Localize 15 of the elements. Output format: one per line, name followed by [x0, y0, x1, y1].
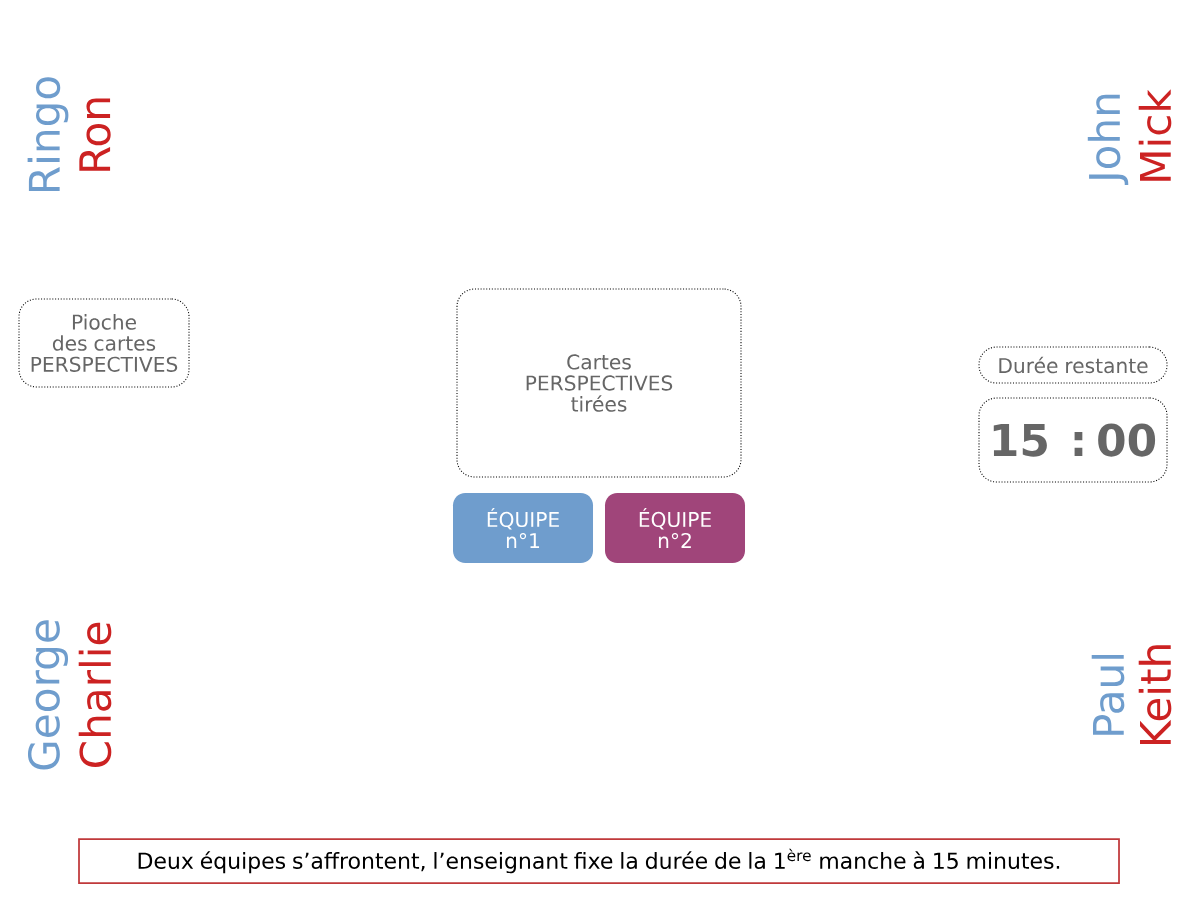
- player-name: Paul: [1091, 655, 1125, 735]
- player-name: Charlie: [78, 622, 112, 767]
- team-box: ÉQUIPE n°2: [605, 493, 745, 563]
- timer-label-box: Durée restante: [978, 346, 1168, 384]
- player-name: George: [27, 620, 69, 770]
- card-area-box: Cartes PERSPECTIVES tirées: [456, 288, 742, 478]
- card-box: Pioche des cartes PERSPECTIVES: [18, 298, 190, 388]
- player-name: Keith: [1138, 645, 1172, 745]
- player-name: Mick: [1138, 89, 1172, 181]
- timer-box: 15 : 00: [978, 397, 1168, 483]
- caption-box: Deux équipes s’affrontent, l’enseignant fixe la durée de la 1$^{ère}$ manche à 15 minutes.: [78, 838, 1120, 884]
- player-name: Ron: [79, 98, 111, 171]
- player-name: John: [1087, 94, 1129, 186]
- player-name: Ringo: [27, 77, 69, 192]
- team-box: ÉQUIPE n°1: [453, 493, 593, 563]
